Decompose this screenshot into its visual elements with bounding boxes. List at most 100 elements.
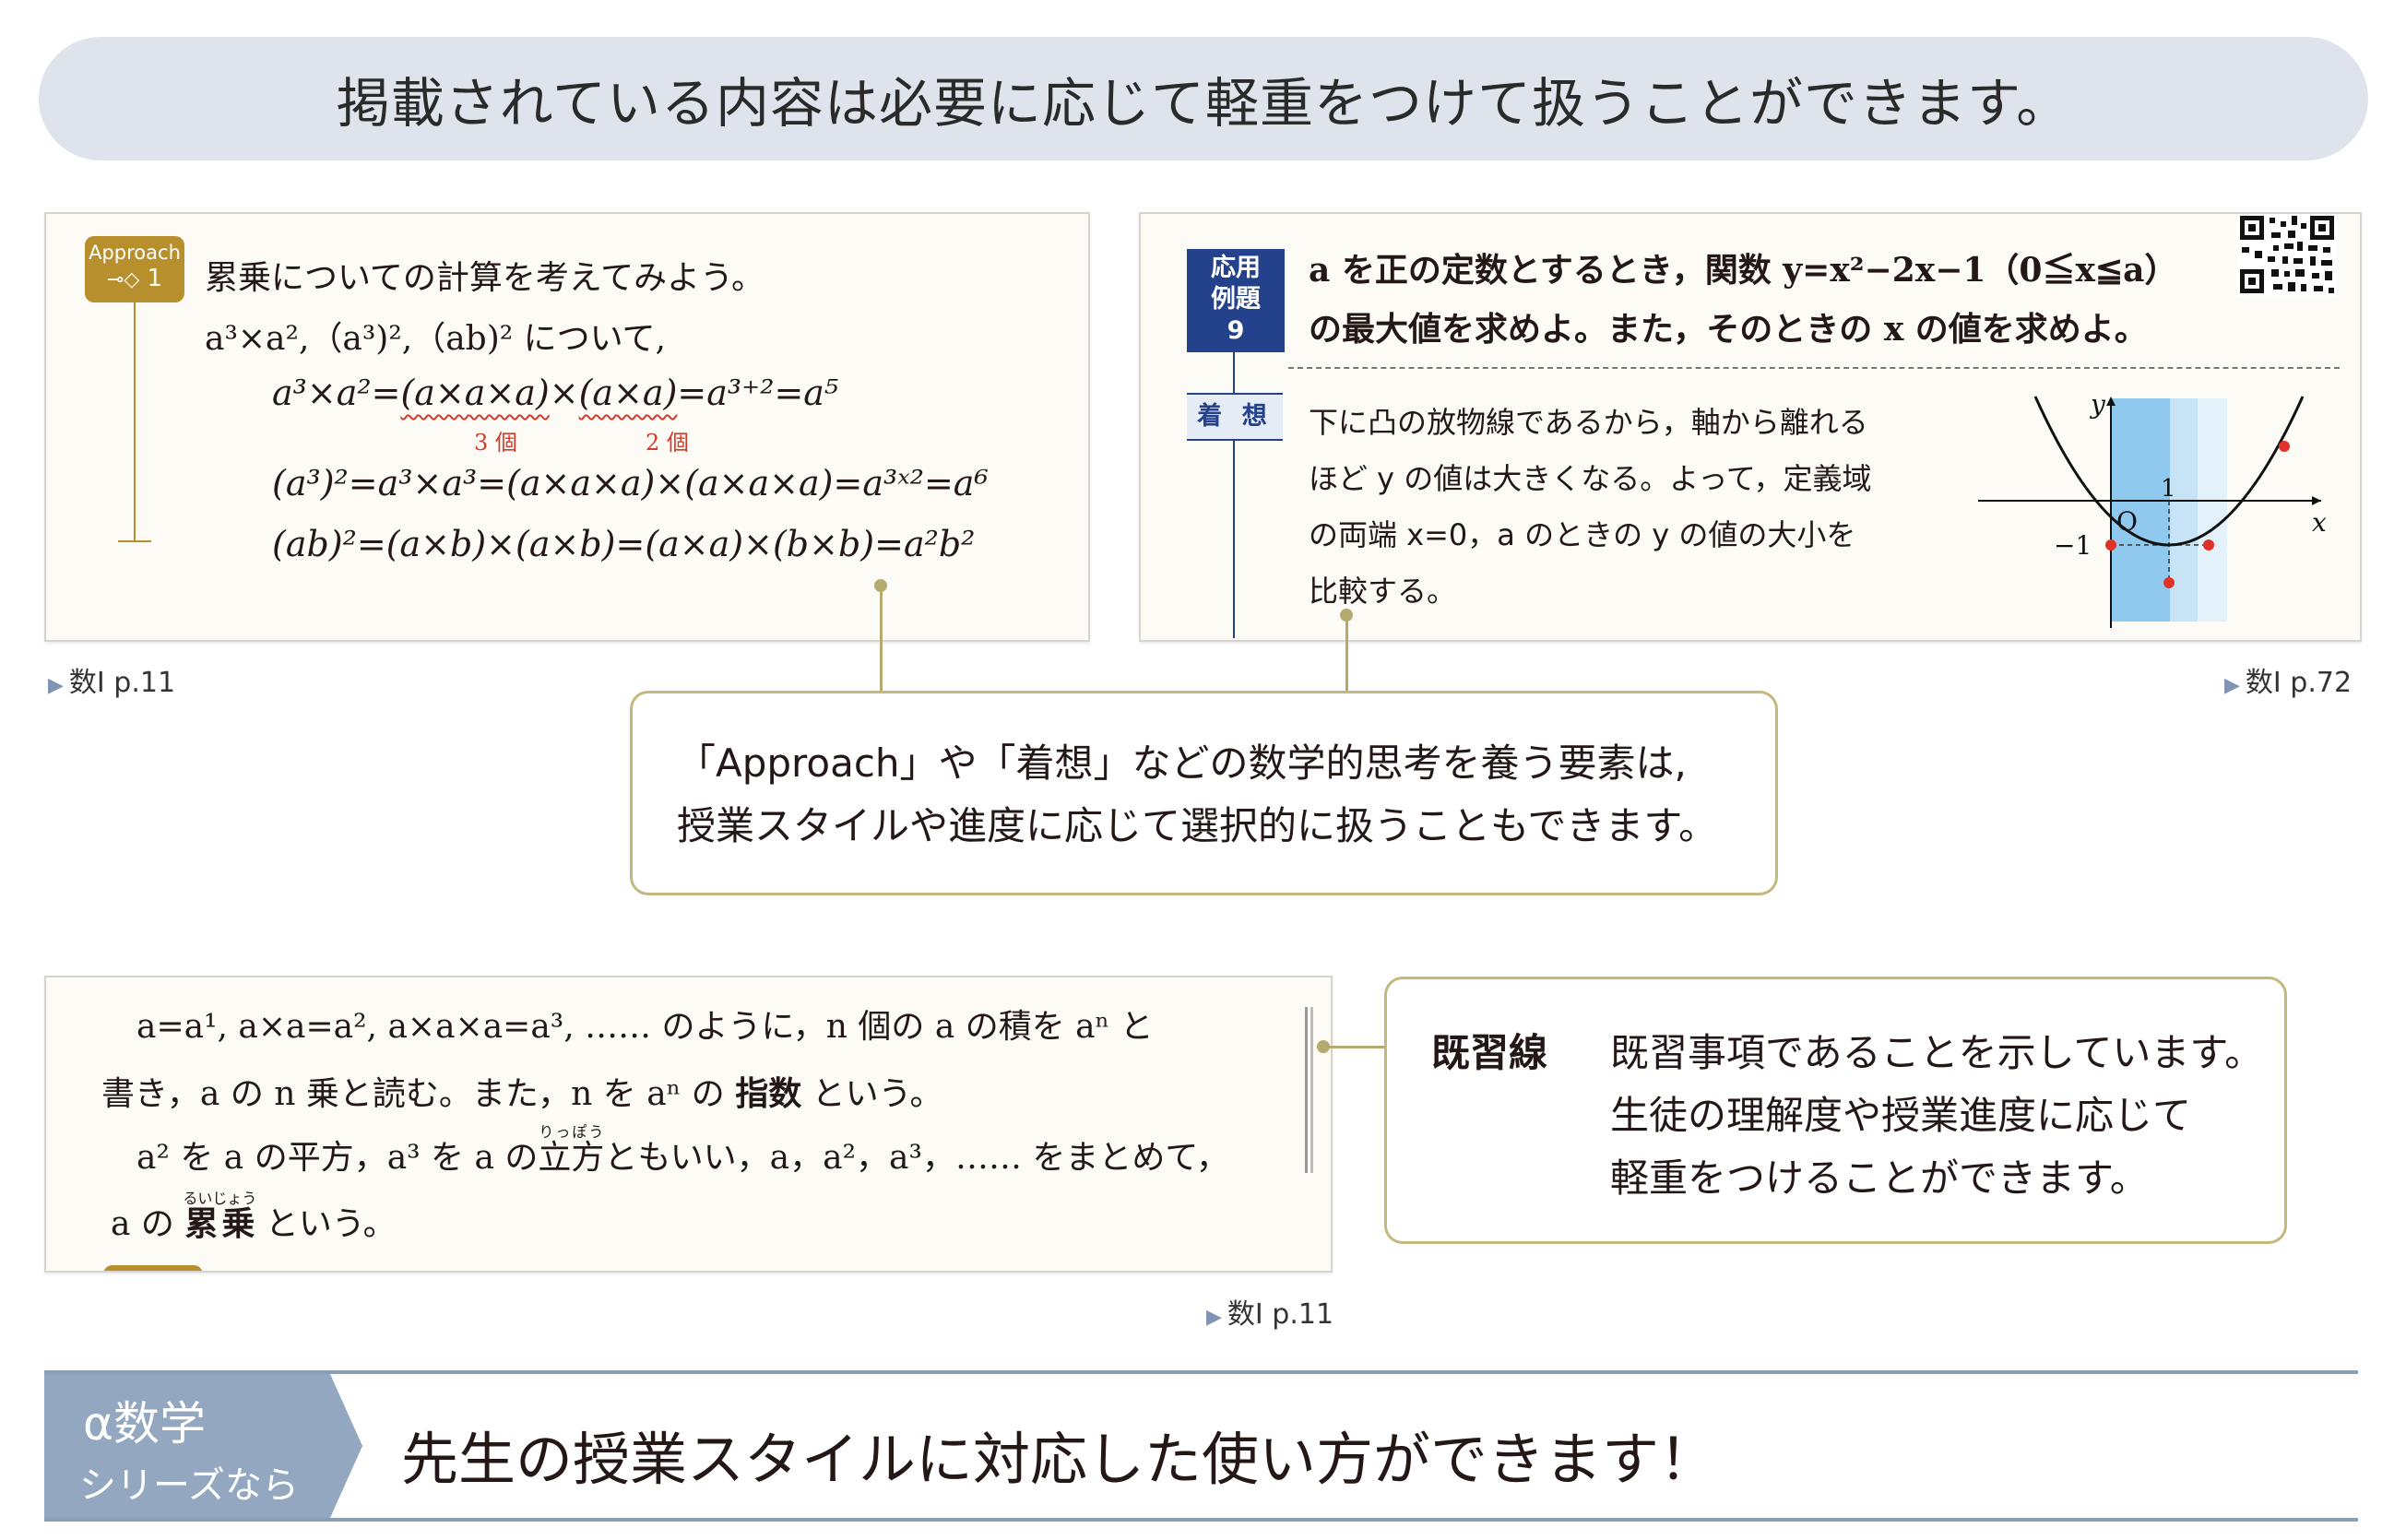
textbook-line3: a² を a の平方，a³ を a の立方りっぽうともいい，a，a²，a³，……… <box>136 1123 1229 1179</box>
alpha-tag-line1: α数学 <box>83 1397 206 1451</box>
example-badge-number: 9 <box>1227 316 1245 345</box>
problem-line1: a を正の定数とするとき，関数 y=x²−2x−1（0≦x≦a） <box>1309 251 2178 290</box>
idea-line: の両端 x=0，a のときの y の値の大小を <box>1309 517 1856 552</box>
graph-band-1 <box>2110 398 2170 622</box>
eq1-right: =a³⁺²=a⁵ <box>677 373 839 413</box>
approach-badge-number: 1 <box>147 265 163 292</box>
ruby-cube-reading: りっぽう <box>538 1123 605 1141</box>
approach-panel: Approach ⊸◇ 1 累乗についての計算を考えてみよう。 a³×a²,（a… <box>44 212 1090 642</box>
qr-code-icon[interactable] <box>2236 214 2338 297</box>
y-axis-label: y <box>2089 393 2106 420</box>
ruby-power: 累乗るいじょう <box>183 1190 257 1243</box>
term-power: 累乗 <box>183 1204 257 1243</box>
alpha-tag-line2: シリーズなら <box>79 1464 299 1507</box>
graph-point <box>2163 577 2175 588</box>
graph-point <box>2279 441 2290 452</box>
approach-end-tick <box>118 540 151 542</box>
bottom-banner: α数学 シリーズなら 先生の授業スタイルに対応した使い方ができます！ <box>44 1370 2358 1523</box>
textbook-line4-a: a の <box>111 1205 174 1243</box>
approach-badge: Approach ⊸◇ 1 <box>85 236 184 302</box>
parabola-curve <box>2033 396 2305 547</box>
origin-label: O <box>2116 506 2138 537</box>
x-axis-label: x <box>2312 507 2327 538</box>
textbook-line2-a: 書き，a の n 乗と読む。また，n を aⁿ の <box>101 1075 725 1113</box>
textbook-line3-a: a² を a の平方，a³ を a の <box>136 1139 539 1177</box>
connector-dot <box>1317 1040 1330 1053</box>
callout-approach-line2: 授業スタイルや進度に応じて選択的に扱うこともできます。 <box>677 803 1718 848</box>
top-banner: 掲載されている内容は必要に応じて軽重をつけて扱うことができます。 <box>39 37 2368 160</box>
connector-dot <box>874 579 887 592</box>
approach-equation-2: (a³)²=a³×a³=(a×a×a)×(a×a×a)=a³ˣ²=a⁶ <box>272 463 989 503</box>
textbook-line3-b: ともいい，a，a²，a³，…… をまとめて， <box>604 1139 1229 1177</box>
key-icon: ⊸◇ <box>106 268 140 291</box>
eq1-times: × <box>549 373 579 413</box>
textbook-line2-b: という。 <box>812 1075 943 1113</box>
graph-band-3 <box>2198 398 2227 622</box>
dashed-divider <box>1288 367 2340 369</box>
approach-heading: 累乗についての計算を考えてみよう。 <box>205 259 764 297</box>
approach-vertical-line <box>134 302 136 540</box>
textbook-line2: 書き，a の n 乗と読む。また，n を aⁿ の 指数 という。 <box>101 1067 943 1115</box>
triangle-icon: ▶ <box>48 674 64 697</box>
count-label-2: 2 個 <box>646 430 689 456</box>
callout-kishu-title: 既習線 <box>1431 1030 1548 1075</box>
approach-equation-3: (ab)²=(a×b)×(a×b)=(a×a)×(b×b)=a²b² <box>272 524 976 564</box>
idea-line: ほど y の値は大きくなる。よって，定義域 <box>1309 461 1872 496</box>
eq1-group-3: (a×a×a) <box>400 373 550 413</box>
textbook-line4: a の 累乗るいじょう という。 <box>111 1190 397 1245</box>
callout-kishu-line2: 生徒の理解度や授業進度に応じて <box>1610 1093 2192 1138</box>
page-ref-example: ▶数Ⅰ p.72 <box>2224 659 2352 700</box>
callout-kishu-text: 既習事項であることを示しています。 生徒の理解度や授業進度に応じて 軽重をつける… <box>1610 1022 2263 1210</box>
graph-point <box>2105 539 2116 551</box>
example-panel: 応用 例題 9 a を正の定数とするとき，関数 y=x²−2x−1（0≦x≦a）… <box>1139 212 2362 642</box>
example-badge-line2: 例題 <box>1211 285 1261 314</box>
page-ref-textbook: ▶数Ⅰ p.11 <box>1206 1291 1333 1332</box>
callout-kishu-line3: 軽重をつけることができます。 <box>1610 1155 2149 1201</box>
idea-vertical-line <box>1233 352 1235 638</box>
idea-line: 下に凸の放物線であるから，軸から離れる <box>1309 405 1868 440</box>
graph-band-2 <box>2170 398 2198 622</box>
ruby-cube: 立方りっぽう <box>538 1123 605 1177</box>
eq1-group-2: (a×a) <box>578 373 678 413</box>
callout-approach: 「Approach」や「着想」などの数学的思考を養う要素は, 授業スタイルや進度… <box>630 691 1778 895</box>
parabola-graph: y x O 1 −1 <box>1978 393 2327 628</box>
approach-line1: a³×a²,（a³)²,（ab)² について, <box>205 320 667 358</box>
textbook-panel: a=a¹, a×a=a², a×a×a=a³, …… のように，n 個の a の… <box>44 976 1333 1273</box>
eq1-left: a³×a²= <box>272 373 401 413</box>
bottom-banner-top-rule <box>44 1370 2358 1374</box>
next-badge-edge <box>103 1265 203 1271</box>
connector-approach <box>880 586 883 691</box>
connector-idea <box>1345 616 1348 691</box>
callout-kishu: 既習線 既習事項であることを示しています。 生徒の理解度や授業進度に応じて 軽重… <box>1384 977 2287 1244</box>
connector-dot <box>1340 609 1353 622</box>
idea-label: 着 想 <box>1187 393 1283 441</box>
example-badge: 応用 例題 9 <box>1187 249 1285 352</box>
alpha-series-tag: α数学 シリーズなら <box>44 1374 362 1518</box>
idea-text: 下に凸の放物線であるから，軸から離れる ほど y の値は大きくなる。よって，定義… <box>1309 395 1871 620</box>
ruby-cube-base: 立方 <box>538 1139 605 1177</box>
kishu-line <box>1310 1007 1313 1173</box>
textbook-line4-b: という。 <box>265 1205 397 1243</box>
kishu-line <box>1305 1007 1308 1173</box>
ruby-power-reading: るいじょう <box>183 1190 257 1207</box>
page-ref-approach-text: 数Ⅰ p.11 <box>68 667 176 699</box>
graph-point <box>2203 539 2214 551</box>
term-exponent: 指数 <box>735 1074 802 1113</box>
page-ref-approach: ▶数Ⅰ p.11 <box>48 659 175 700</box>
page-ref-textbook-text: 数Ⅰ p.11 <box>1227 1298 1334 1331</box>
tick-label-1: 1 <box>2161 475 2176 503</box>
bottom-banner-text: 先生の授業スタイルに対応した使い方ができます！ <box>401 1426 1717 1493</box>
approach-equation-1: a³×a²=(a×a×a)×(a×a)=a³⁺²=a⁵ <box>272 373 838 413</box>
textbook-line1: a=a¹, a×a=a², a×a×a=a³, …… のように，n 個の a の… <box>136 1008 1154 1046</box>
connector-kishu <box>1323 1046 1386 1048</box>
top-banner-text: 掲載されている内容は必要に応じて軽重をつけて扱うことができます。 <box>336 72 2071 135</box>
approach-badge-title: Approach <box>89 242 181 264</box>
page-ref-example-text: 数Ⅰ p.72 <box>2245 667 2353 699</box>
problem-line2: の最大値を求めよ。また，そのときの x の値を求めよ。 <box>1309 310 2148 349</box>
callout-kishu-line1: 既習事項であることを示しています。 <box>1610 1030 2264 1075</box>
callout-approach-line1: 「Approach」や「着想」などの数学的思考を養う要素は, <box>677 740 1687 786</box>
idea-line: 比較する。 <box>1309 574 1457 609</box>
triangle-icon: ▶ <box>1206 1306 1222 1329</box>
count-label-3: 3 個 <box>474 430 517 456</box>
example-badge-line1: 応用 <box>1211 254 1261 282</box>
